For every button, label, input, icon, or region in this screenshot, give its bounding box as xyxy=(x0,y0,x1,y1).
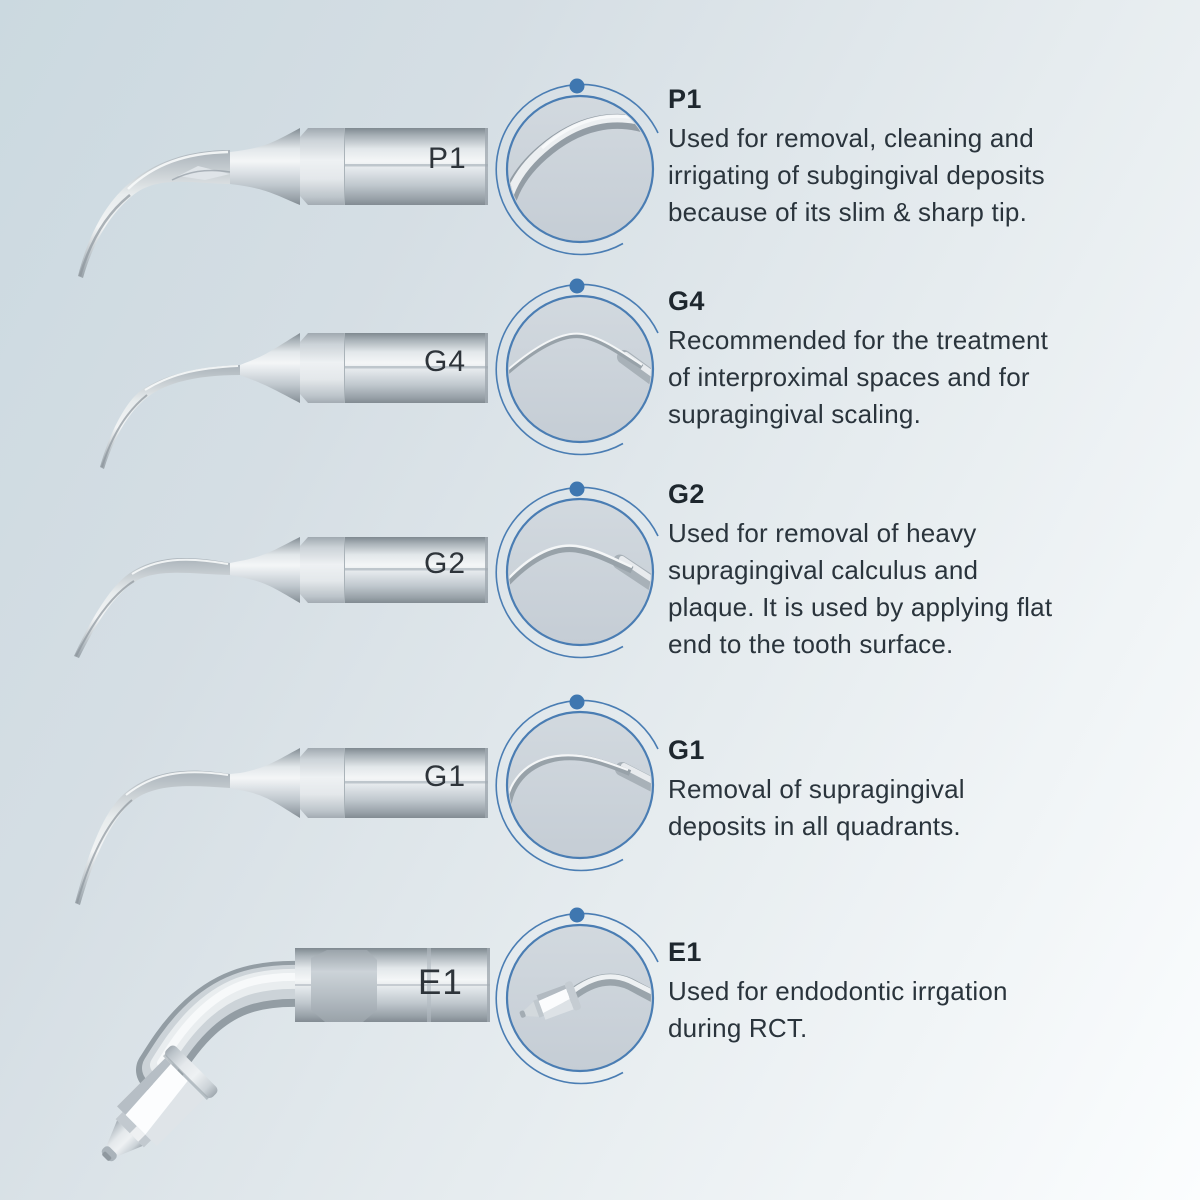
detail-arc xyxy=(495,283,659,456)
tip-illustration-p1 xyxy=(78,128,488,278)
zoom-indicator-dot xyxy=(569,907,585,923)
tip-info-g4: G4 Recommended for the treatment of inte… xyxy=(668,286,1068,433)
tip-description-g4: Recommended for the treatment of interpr… xyxy=(668,325,1049,429)
tip-illustration-g4 xyxy=(100,333,488,469)
detail-arc xyxy=(495,912,659,1085)
tip-shaft-label-g1: G1 xyxy=(424,760,467,793)
zoom-indicator-dot xyxy=(569,78,585,94)
detail-arc xyxy=(495,486,659,659)
tip-illustration-g2 xyxy=(74,537,488,658)
zoom-indicator-dot xyxy=(569,278,585,294)
tip-detail-circle-g1 xyxy=(495,694,659,872)
tip-description-p1: Used for removal, cleaning and irrigatin… xyxy=(668,123,1045,227)
tip-detail-circle-g4 xyxy=(495,278,659,456)
zoom-indicator-dot xyxy=(569,694,585,710)
tip-illustration-e1 xyxy=(101,948,490,1162)
e1-nozzle xyxy=(101,1045,218,1162)
tip-description-g2: Used for removal of heavy supragingival … xyxy=(668,518,1053,659)
tip-shaft-label-g2: G2 xyxy=(424,547,467,580)
tip-info-g2: G2 Used for removal of heavy supragingiv… xyxy=(668,479,1068,663)
tip-title-g1: G1 xyxy=(668,735,705,765)
tip-title-p1: P1 xyxy=(668,84,702,114)
e1-nozzle-detail xyxy=(519,981,581,1020)
tip-detail-circle-e1 xyxy=(495,907,659,1085)
tip-description-g1: Removal of supragingival deposits in all… xyxy=(668,774,965,841)
tip-detail-circle-g2 xyxy=(495,481,659,659)
tip-title-g2: G2 xyxy=(668,479,705,509)
tip-shaft-label-e1: E1 xyxy=(418,963,463,1002)
tip-info-g1: G1 Removal of supragingival deposits in … xyxy=(668,735,1068,845)
detail-arc xyxy=(495,699,659,872)
tip-title-e1: E1 xyxy=(668,937,702,967)
tip-info-e1: E1 Used for endodontic irrgation during … xyxy=(668,937,1068,1047)
tip-shaft-label-p1: P1 xyxy=(428,142,467,175)
tip-illustration-g1 xyxy=(75,748,488,905)
tip-description-e1: Used for endodontic irrgation during RCT… xyxy=(668,976,1008,1043)
detail-arc xyxy=(495,83,659,256)
tip-detail-circle-p1 xyxy=(495,78,659,256)
tip-title-g4: G4 xyxy=(668,286,705,316)
tip-shaft-label-g4: G4 xyxy=(424,345,467,378)
zoom-indicator-dot xyxy=(569,481,585,497)
tip-info-p1: P1 Used for removal, cleaning and irriga… xyxy=(668,84,1068,231)
